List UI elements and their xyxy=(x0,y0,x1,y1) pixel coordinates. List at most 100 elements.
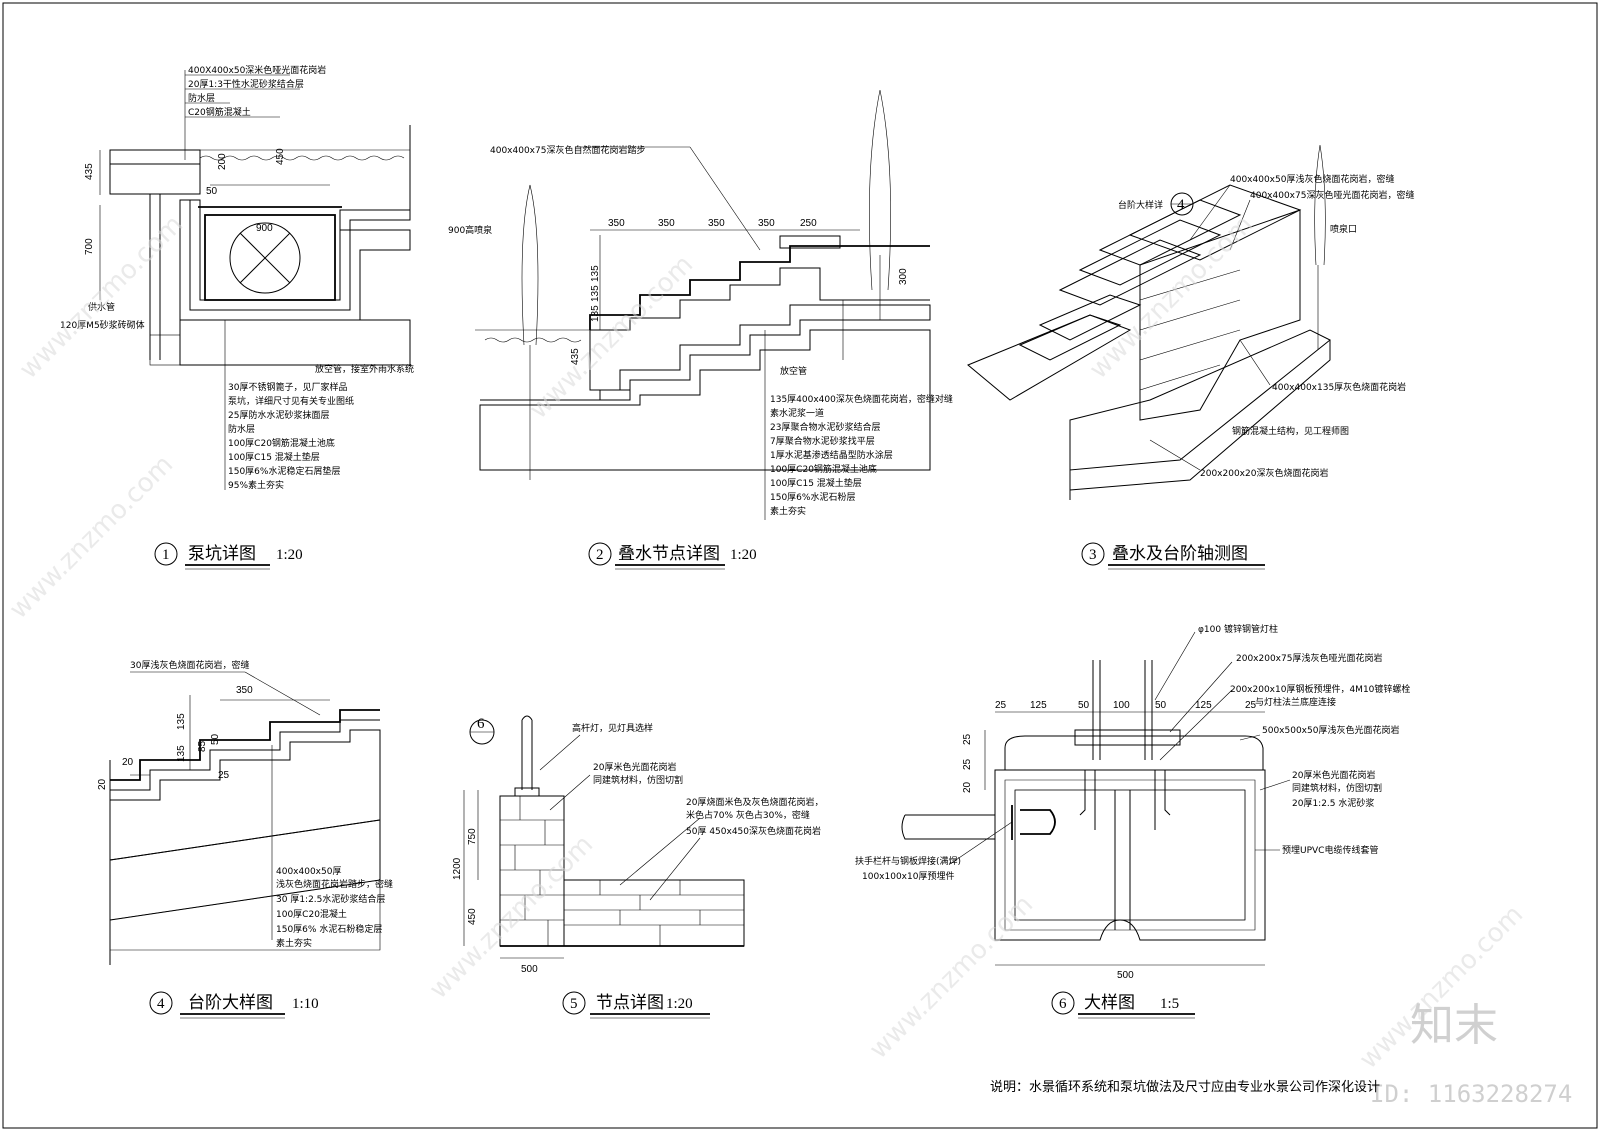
d4-bottom-label-4: 150厚6% 水泥石粉稳定层 xyxy=(276,923,382,935)
d2-dim-3: 350 xyxy=(758,218,775,229)
d6-top-label-6: 同建筑材料，仿囹切割 xyxy=(1292,782,1382,794)
d3-ref-number: 4 xyxy=(1177,197,1185,213)
d4-dim-6: 25 xyxy=(218,770,230,781)
drawing-3-labels: 400x400x50厚浅灰色烧面花岗岩，密缝 400x400x75深灰色哑光面花… xyxy=(1118,173,1414,479)
d1-bottom-label-1: 泵坑，详细尺寸见有关专业图纸 xyxy=(228,395,354,407)
d1-top-label-1: 20厚1:3干性水泥砂浆结合层 xyxy=(188,78,304,90)
drawing-4-title: 4 台阶大样图 1:10 xyxy=(149,991,319,1019)
d2-bottom-label-8: 素土夯实 xyxy=(770,505,806,517)
drawing-5-labels: 6 高杆灯，见灯具选样 20厚米色光面花岗岩 同建筑材料，仿囹切割 20厚烧面米… xyxy=(452,716,823,975)
d6-dim-1: 125 xyxy=(1030,700,1047,711)
d2-dim-4: 250 xyxy=(800,218,817,229)
d5-dim-1: 1200 xyxy=(452,857,463,880)
d2-bottom-label-3: 7厚聚合物水泥砂浆找平层 xyxy=(770,435,875,447)
d1-dim-5: 900 xyxy=(256,223,273,234)
d4-scale: 1:10 xyxy=(292,996,319,1012)
d3-title: 叠水及台阶轴测图 xyxy=(1112,544,1248,564)
d6-dim-5: 125 xyxy=(1195,700,1212,711)
d4-dim-3: 85 xyxy=(197,740,208,752)
d2-side-label-0: 放空管 xyxy=(780,365,807,377)
d4-bottom-label-5: 素土夯实 xyxy=(276,937,312,949)
d1-number-circle xyxy=(154,542,178,566)
d5-top-label-5: 50厚 450x450深灰色烧面花岗岩 xyxy=(686,825,821,837)
d1-side-label-2: 放空管，接室外雨水系统 xyxy=(315,363,414,375)
d1-top-label-3: C20钢筋混凝土 xyxy=(188,106,251,118)
drawing-6-title: 6 大样图 1:5 xyxy=(1051,991,1195,1019)
watermark-text: www.znzmo.com xyxy=(1084,210,1259,385)
d5-title: 节点详图 xyxy=(596,993,664,1013)
d1-bottom-label-4: 100厚C20钢筋混凝土池底 xyxy=(228,437,335,449)
d6-dim-2: 50 xyxy=(1078,700,1090,711)
d3-bottom-label-2: 200x200x20深灰色烧面花岗岩 xyxy=(1200,467,1328,479)
watermark-text: www.znzmo.com xyxy=(864,890,1039,1065)
d6-title: 大样图 xyxy=(1084,993,1135,1013)
d5-scale: 1:20 xyxy=(666,996,693,1012)
d6-top-label-7: 20厚1:2.5 水泥砂浆 xyxy=(1292,797,1374,809)
d4-bottom-label-3: 100厚C20混凝土 xyxy=(276,908,347,920)
watermark-id: ID: 1163228274 xyxy=(1370,1080,1572,1108)
d6-dim-7: 25 xyxy=(962,733,973,745)
d1-bottom-label-6: 150厚6%水泥稳定石屑垫层 xyxy=(228,465,340,477)
d4-dim-4: 50 xyxy=(210,733,221,745)
d1-bottom-label-0: 30厚不锈钢篦子，见厂家样品 xyxy=(228,381,347,393)
d1-bottom-label-2: 25厚防水水泥砂浆抹面层 xyxy=(228,409,329,421)
d2-dim-9: 300 xyxy=(898,268,909,285)
d4-bottom-label-0: 400x400x50厚 xyxy=(276,866,341,877)
d4-dim-1: 135 xyxy=(176,713,187,730)
d3-number: 3 xyxy=(1089,547,1097,563)
d5-dim-0: 750 xyxy=(467,828,478,845)
d2-bottom-label-0: 135厚400x400深灰色烧面花岗岩，密缝对缝 xyxy=(770,393,953,405)
d4-bottom-label-1: 浅灰色烧面花岗岩踏步，密缝 xyxy=(276,878,393,890)
d2-bottom-label-5: 100厚C20钢筋混凝土池底 xyxy=(770,463,877,475)
d6-number-circle xyxy=(1051,991,1075,1015)
d1-top-label-2: 防水层 xyxy=(188,92,215,104)
d2-bottom-label-2: 23厚聚合物水泥砂浆结合层 xyxy=(770,421,880,433)
drawing-1-title: 1 泵坑详图 1:20 xyxy=(154,542,303,570)
d6-dim-4: 50 xyxy=(1155,700,1167,711)
d4-dim-5: 20 xyxy=(122,757,134,768)
d5-top-label-0: 高杆灯，见灯具选样 xyxy=(572,722,653,734)
drawing-4-step-detail xyxy=(109,671,381,965)
d4-number-circle xyxy=(149,991,173,1015)
d4-number: 4 xyxy=(157,996,165,1012)
d3-top-label-0: 400x400x50厚浅灰色烧面花岗岩，密缝 xyxy=(1230,173,1394,185)
d6-top-label-0: φ100 镀锌钢管灯柱 xyxy=(1198,623,1278,635)
d4-dim-7: 20 xyxy=(97,778,108,790)
d1-dim-2: 200 xyxy=(217,153,228,170)
d1-dim-0: 435 xyxy=(84,163,95,180)
d2-dim-6: 135 xyxy=(590,285,601,302)
d6-top-label-3: 与灯柱法兰底座连接 xyxy=(1255,696,1336,708)
d1-top-label-0: 400X400x50深米色哑光面花岗岩 xyxy=(188,64,326,76)
d2-dim-2: 350 xyxy=(708,218,725,229)
d2-number-circle xyxy=(588,542,612,566)
drawing-5-node-detail xyxy=(463,715,745,959)
d2-top-label-0: 400x400x75深灰色自然面花岗岩踏步 xyxy=(490,144,645,156)
d5-number-circle xyxy=(562,991,586,1015)
d6-dim-3: 100 xyxy=(1113,700,1130,711)
watermark-text: www.znzmo.com xyxy=(524,250,699,425)
d1-dim-3: 450 xyxy=(275,148,286,165)
d2-dim-0: 350 xyxy=(608,218,625,229)
watermark-text: www.znzmo.com xyxy=(424,830,599,1005)
d1-dim-4: 50 xyxy=(206,186,218,197)
d2-scale: 1:20 xyxy=(730,547,757,563)
d3-top-label-2: 台阶大样详 xyxy=(1118,199,1163,211)
d5-top-label-3: 20厚烧面米色及灰色烧面花岗岩， xyxy=(686,796,823,808)
d1-side-label-1: 120厚M5砂浆砖砌体 xyxy=(60,319,145,331)
d2-dim-7: 135 xyxy=(590,305,601,322)
d5-top-label-4: 米色占70% 灰色占30%，密缝 xyxy=(686,809,810,821)
watermark-text: www.znzmo.com xyxy=(4,450,179,625)
d1-bottom-label-3: 防水层 xyxy=(228,423,255,435)
d1-scale: 1:20 xyxy=(276,547,303,563)
d5-number: 5 xyxy=(570,996,578,1012)
drawing-4-labels: 30厚浅灰色烧面花岗岩，密缝 400x400x50厚 浅灰色烧面花岗岩踏步，密缝… xyxy=(97,659,393,949)
d4-bottom-label-2: 30 厚1:2.5水泥砂浆结合层 xyxy=(276,893,385,905)
d2-bottom-label-4: 1厚水泥基渗透结晶型防水涂层 xyxy=(770,449,893,461)
d2-top-label-1: 900高喷泉 xyxy=(448,224,492,236)
drawing-2-labels: 400x400x75深灰色自然面花岗岩踏步 900高喷泉 135厚400x400… xyxy=(448,144,953,517)
d6-dim-0: 25 xyxy=(995,700,1007,711)
d1-bottom-label-5: 100厚C15 混凝土垫层 xyxy=(228,451,320,463)
d3-number-circle xyxy=(1081,542,1105,566)
d5-ref-number: 6 xyxy=(477,716,485,732)
